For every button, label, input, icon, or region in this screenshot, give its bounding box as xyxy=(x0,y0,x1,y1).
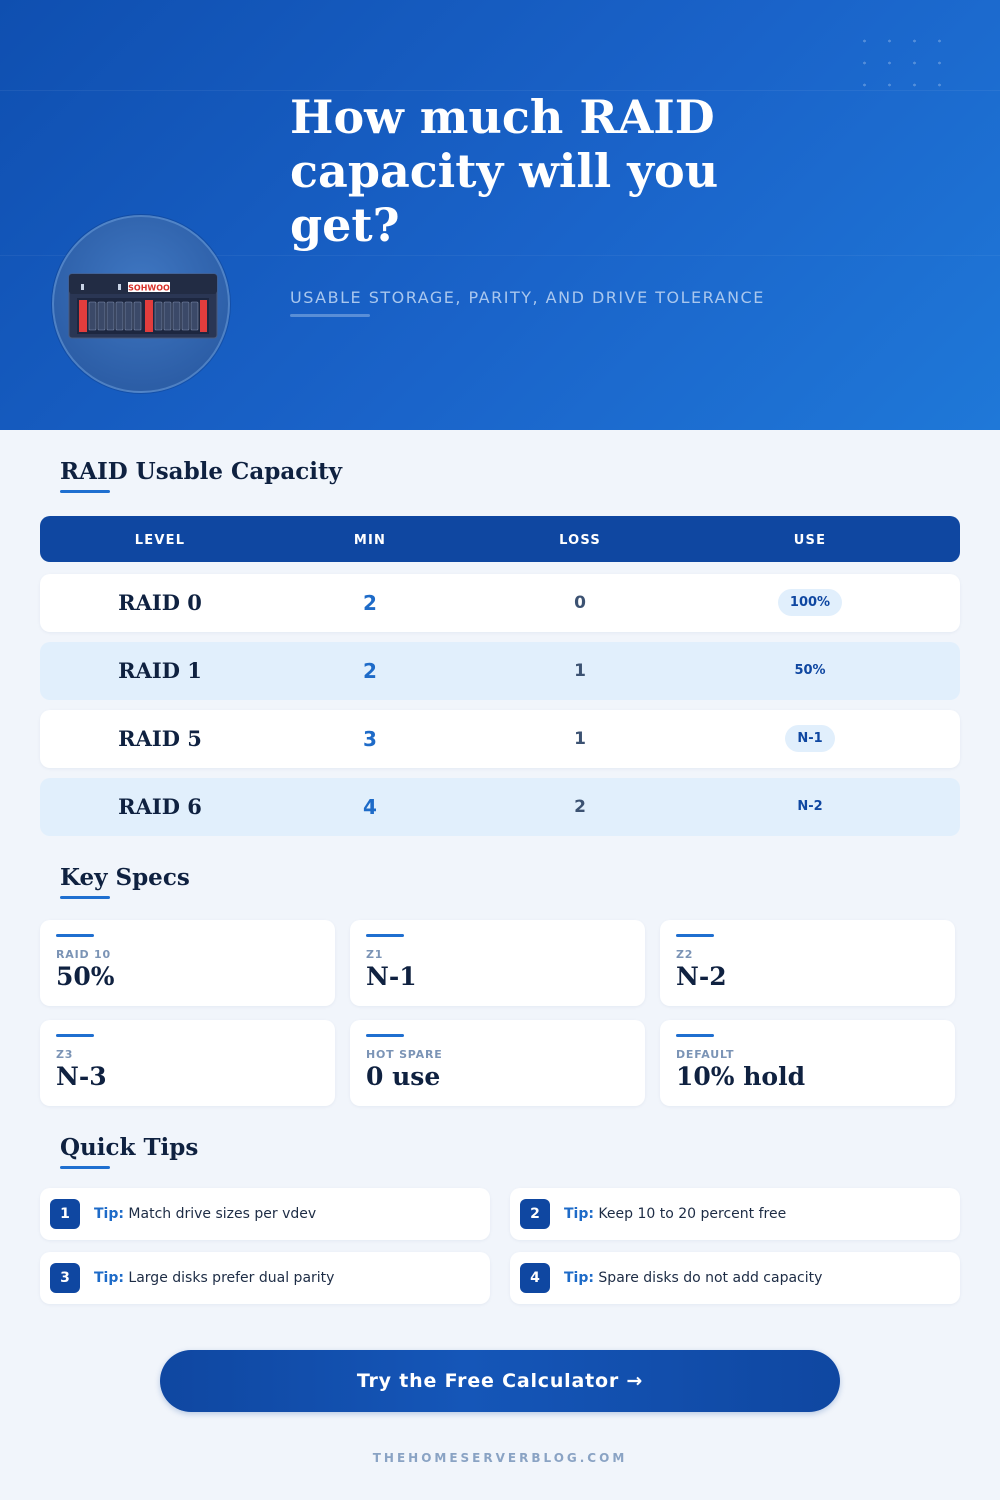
cell-loss: 0 xyxy=(574,593,586,613)
spec-card-accent xyxy=(56,1034,94,1037)
tip-prefix: Tip: xyxy=(564,1270,594,1286)
table-row: RAID 1 2 1 50% xyxy=(40,642,960,700)
tip-text: Spare disks do not add capacity xyxy=(598,1270,823,1286)
server-brand-text: SOHWOO xyxy=(128,284,170,293)
dot-grid-decoration xyxy=(852,30,962,90)
spec-card: HOT SPARE 0 use xyxy=(350,1020,645,1106)
use-badge: N-1 xyxy=(785,725,835,752)
spec-label: DEFAULT xyxy=(676,1048,735,1061)
tip-number-badge: 4 xyxy=(520,1263,550,1293)
cell-min: 3 xyxy=(363,727,377,751)
column-header-level: LEVEL xyxy=(134,533,186,548)
column-header-min: MIN xyxy=(353,533,387,548)
tip-text: Match drive sizes per vdev xyxy=(128,1206,317,1222)
spec-card-accent xyxy=(676,934,714,937)
tip-prefix: Tip: xyxy=(94,1206,124,1222)
tip-text: Large disks prefer dual parity xyxy=(128,1270,335,1286)
column-header-loss: LOSS xyxy=(559,533,601,548)
spec-value: 10% hold xyxy=(676,1062,806,1091)
spec-card: Z3 N-3 xyxy=(40,1020,335,1106)
footer-site-link[interactable]: THEHOMESERVERBLOG.COM xyxy=(372,1451,628,1465)
tip-prefix: Tip: xyxy=(564,1206,594,1222)
table-header: LEVEL MIN LOSS USE xyxy=(40,516,960,562)
tips-heading-underline xyxy=(60,1166,110,1169)
subtitle-underline xyxy=(290,314,370,317)
spec-card: Z1 N-1 xyxy=(350,920,645,1006)
tip-prefix: Tip: xyxy=(94,1270,124,1286)
page-subtitle: USABLE STORAGE, PARITY, AND DRIVE TOLERA… xyxy=(290,288,765,307)
spec-card: DEFAULT 10% hold xyxy=(660,1020,955,1106)
cell-min: 4 xyxy=(363,795,377,819)
tip-item: 4 Tip: Spare disks do not add capacity xyxy=(510,1252,960,1304)
spec-value: 50% xyxy=(56,962,115,991)
tip-item: 2 Tip: Keep 10 to 20 percent free xyxy=(510,1188,960,1240)
specs-heading: Key Specs xyxy=(60,864,190,891)
tip-text: Keep 10 to 20 percent free xyxy=(598,1206,787,1222)
spec-value: N-1 xyxy=(366,962,417,991)
hero-banner: SOHWOO How much RAID capacity will you g… xyxy=(0,0,1000,430)
tip-number-badge: 2 xyxy=(520,1199,550,1229)
table-row: RAID 5 3 1 N-1 xyxy=(40,710,960,768)
table-row: RAID 0 2 0 100% xyxy=(40,574,960,632)
spec-card-accent xyxy=(676,1034,714,1037)
tip-number-badge: 1 xyxy=(50,1199,80,1229)
cell-level: RAID 5 xyxy=(118,726,202,751)
capacity-heading: RAID Usable Capacity xyxy=(60,458,342,485)
spec-card: RAID 10 50% xyxy=(40,920,335,1006)
page-title: How much RAID capacity will you get? xyxy=(290,90,719,252)
cell-loss: 1 xyxy=(574,729,586,749)
capacity-heading-underline xyxy=(60,490,110,493)
spec-label: Z2 xyxy=(676,948,694,961)
column-header-use: USE xyxy=(793,533,827,548)
tips-heading: Quick Tips xyxy=(60,1134,199,1161)
tip-number-badge: 3 xyxy=(50,1263,80,1293)
spec-card-accent xyxy=(366,934,404,937)
spec-value: N-3 xyxy=(56,1062,107,1091)
spec-label: Z3 xyxy=(56,1048,74,1061)
cell-min: 2 xyxy=(363,659,377,683)
cell-level: RAID 0 xyxy=(118,590,202,615)
free-calculator-button[interactable]: Try the Free Calculator → xyxy=(160,1350,840,1412)
spec-label: HOT SPARE xyxy=(366,1048,443,1061)
hero-decor-line xyxy=(0,255,1000,256)
cell-loss: 1 xyxy=(574,661,586,681)
spec-card-accent xyxy=(366,1034,404,1037)
spec-value: N-2 xyxy=(676,962,727,991)
cell-loss: 2 xyxy=(574,797,586,817)
specs-heading-underline xyxy=(60,896,110,899)
cell-level: RAID 1 xyxy=(118,658,202,683)
hero-decor-line xyxy=(0,90,1000,91)
server-rack-icon: SOHWOO xyxy=(68,273,218,339)
spec-value: 0 use xyxy=(366,1062,441,1091)
spec-card-accent xyxy=(56,934,94,937)
server-illustration: SOHWOO xyxy=(52,215,230,393)
table-row: RAID 6 4 2 N-2 xyxy=(40,778,960,836)
tip-item: 1 Tip: Match drive sizes per vdev xyxy=(40,1188,490,1240)
spec-label: Z1 xyxy=(366,948,384,961)
spec-card: Z2 N-2 xyxy=(660,920,955,1006)
cell-min: 2 xyxy=(363,591,377,615)
cell-level: RAID 6 xyxy=(118,794,202,819)
spec-label: RAID 10 xyxy=(56,948,111,961)
use-badge: 100% xyxy=(777,589,843,616)
tip-item: 3 Tip: Large disks prefer dual parity xyxy=(40,1252,490,1304)
use-badge: 50% xyxy=(794,663,826,678)
use-badge: N-2 xyxy=(797,799,823,814)
